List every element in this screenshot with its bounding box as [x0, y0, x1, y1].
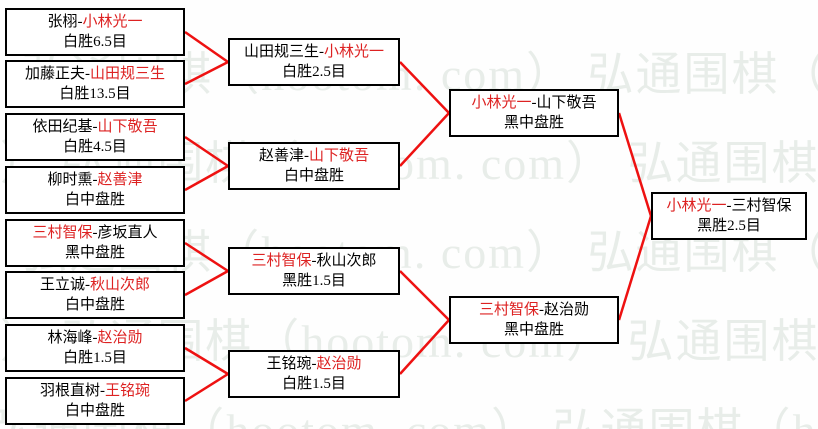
winner-name: 三村智保	[32, 225, 93, 241]
player-name: -赵治勋	[539, 302, 589, 318]
match-players: 三村智保-秋山次郎	[251, 251, 376, 271]
match-box-r1m4: 柳时熏-赵善津 白中盘胜	[5, 166, 185, 214]
winner-name: 秋山次郎	[89, 277, 150, 293]
bracket-connector	[399, 61, 450, 114]
player-name: -山下敬吾	[531, 95, 597, 111]
winner-name: 山下敬吾	[308, 148, 369, 164]
match-box-r2m1: 山田规三生-小林光一 白胜2.5目	[228, 38, 400, 86]
winner-name: 三村智保	[478, 302, 539, 318]
bracket-connector	[184, 241, 229, 273]
match-players: 山田规三生-小林光一	[244, 42, 384, 62]
player-name: -秋山次郎	[311, 253, 377, 269]
player-name: -彦坂直人	[92, 225, 158, 241]
match-players: 王立诚-秋山次郎	[40, 275, 150, 295]
winner-name: 小林光一	[323, 44, 384, 60]
match-box-r1m2: 加藤正夫-山田规三生 白胜13.5目	[5, 60, 185, 108]
match-result: 白胜6.5目	[63, 34, 127, 50]
match-players: 王铭琬-赵治勋	[266, 354, 361, 374]
match-result: 白胜2.5目	[282, 64, 346, 80]
match-box-r1m6: 王立诚-秋山次郎 白中盘胜	[5, 271, 185, 319]
match-players: 羽根直树-王铭琬	[40, 381, 150, 401]
match-players: 赵善津-山下敬吾	[259, 146, 369, 166]
match-result: 黑胜1.5目	[282, 273, 346, 289]
player-name: -三村智保	[726, 198, 792, 214]
bracket-connector	[184, 60, 229, 86]
winner-name: 三村智保	[251, 253, 312, 269]
match-box-final: 小林光一-三村智保 黑胜2.5目	[651, 192, 807, 240]
match-result: 黑胜2.5目	[697, 218, 761, 234]
match-players: 依田纪基-山下敬吾	[32, 117, 157, 137]
player-name: 羽根直树-	[39, 383, 105, 399]
match-result: 黑中盘胜	[64, 245, 125, 261]
bracket-connector	[184, 372, 229, 403]
match-box-sf2: 三村智保-赵治勋 黑中盘胜	[449, 296, 619, 344]
player-name: 山田规三生-	[243, 44, 324, 60]
match-box-r2m4: 王铭琬-赵治勋 白胜1.5目	[228, 350, 400, 398]
match-players: 小林光一-三村智保	[666, 196, 791, 216]
match-box-r2m3: 三村智保-秋山次郎 黑胜1.5目	[228, 247, 400, 295]
match-box-r2m2: 赵善津-山下敬吾 白中盘胜	[228, 142, 400, 190]
player-name: 林海峰-	[47, 330, 98, 346]
match-box-r1m8: 羽根直树-王铭琬 白中盘胜	[5, 377, 185, 425]
bracket-connector	[399, 270, 450, 321]
bracket-connector	[184, 135, 229, 168]
match-box-sf1: 小林光一-山下敬吾 黑中盘胜	[449, 89, 619, 137]
match-players: 三村智保-彦坂直人	[32, 223, 157, 243]
match-box-r1m5: 三村智保-彦坂直人 黑中盘胜	[5, 219, 185, 267]
match-result: 白中盘胜	[283, 168, 344, 184]
bracket-connector	[617, 112, 653, 217]
player-name: 王立诚-	[39, 277, 90, 293]
bracket-connector	[184, 346, 229, 376]
player-name: 加藤正夫-	[24, 66, 90, 82]
match-result: 白胜1.5目	[282, 376, 346, 392]
match-players: 张栩-小林光一	[47, 12, 142, 32]
match-players: 柳时熏-赵善津	[47, 170, 142, 190]
winner-name: 小林光一	[82, 14, 143, 30]
match-result: 白胜13.5目	[59, 86, 131, 102]
winner-name: 赵治勋	[316, 356, 362, 372]
match-result: 白中盘胜	[64, 297, 125, 313]
match-result: 白中盘胜	[64, 403, 125, 419]
player-name: 依田纪基-	[32, 119, 98, 135]
match-players: 林海峰-赵治勋	[47, 328, 142, 348]
bracket-connector	[399, 319, 450, 375]
winner-name: 山下敬吾	[97, 119, 158, 135]
winner-name: 王铭琬	[104, 383, 150, 399]
match-players: 加藤正夫-山田规三生	[25, 64, 165, 84]
match-result: 白胜4.5目	[63, 139, 127, 155]
player-name: 赵善津-	[258, 148, 309, 164]
bracket-connector	[399, 112, 450, 167]
winner-name: 小林光一	[666, 198, 727, 214]
match-result: 白中盘胜	[64, 192, 125, 208]
match-box-r1m7: 林海峰-赵治勋 白胜1.5目	[5, 324, 185, 372]
match-result: 白胜1.5目	[63, 350, 127, 366]
winner-name: 小林光一	[471, 95, 532, 111]
player-name: 张栩-	[47, 14, 83, 30]
bracket-connector	[184, 164, 229, 192]
winner-name: 赵治勋	[97, 330, 143, 346]
player-name: 王铭琬-	[266, 356, 317, 372]
bracket-connector	[184, 30, 229, 64]
match-result: 黑中盘胜	[503, 115, 564, 131]
match-players: 小林光一-山下敬吾	[471, 93, 596, 113]
player-name: 柳时熏-	[47, 172, 98, 188]
match-box-r1m3: 依田纪基-山下敬吾 白胜4.5目	[5, 113, 185, 161]
match-result: 黑中盘胜	[503, 322, 564, 338]
winner-name: 山田规三生	[89, 66, 165, 82]
match-players: 三村智保-赵治勋	[479, 300, 589, 320]
bracket-connector	[617, 215, 653, 321]
bracket-connector	[184, 269, 229, 297]
winner-name: 赵善津	[97, 172, 143, 188]
match-box-r1m1: 张栩-小林光一 白胜6.5目	[5, 8, 185, 56]
